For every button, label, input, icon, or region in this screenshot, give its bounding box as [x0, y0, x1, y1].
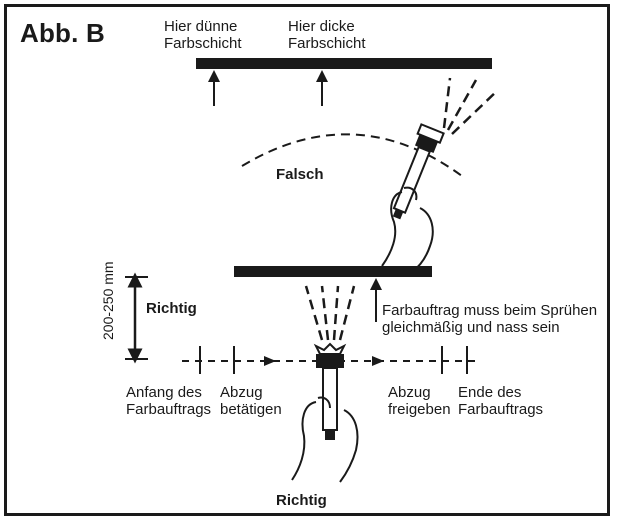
end-label: Ende des Farbauftrags [458, 384, 543, 418]
instruction-label: Farbauftrag muss beim Sprühen gleichmäßi… [382, 302, 597, 336]
bottom-spray-gun [313, 342, 347, 440]
falsch-label: Falsch [276, 166, 324, 183]
end-label-line2: Farbauftrags [458, 401, 544, 418]
trigger-release-line2: freigeben [388, 401, 451, 418]
instruction-line2: gleichmäßig und nass sein [382, 319, 560, 336]
trigger-press-line2: betätigen [220, 401, 282, 418]
figure-frame [4, 4, 610, 516]
bottom-surface-bar [234, 266, 432, 277]
trigger-release-label: Abzug freigeben [388, 384, 451, 418]
top-surface-bar [196, 58, 492, 69]
richtig-side-label: Richtig [146, 300, 197, 317]
instruction-line1: Farbauftrag muss beim Sprühen [382, 302, 598, 319]
direction-arrow-2 [372, 356, 384, 366]
top-spray-fan [442, 77, 499, 135]
direction-arrow-1 [264, 356, 276, 366]
wrong-arc-path [241, 133, 463, 177]
trigger-press-line1: Abzug [220, 384, 263, 401]
thick-coat-label: Hier dicke Farbschicht [288, 18, 366, 52]
start-label-line2: Farbauftrags [126, 401, 212, 418]
bottom-hand [291, 396, 359, 483]
movement-ticks [199, 346, 468, 374]
top-spray-gun [392, 123, 445, 220]
trigger-release-line1: Abzug [388, 384, 431, 401]
end-label-line1: Ende des [458, 384, 522, 401]
thin-coat-label: Hier dünne Farbschicht [164, 18, 242, 52]
bottom-spray-fan [304, 285, 356, 341]
thin-coat-label-line1: Hier dünne [164, 18, 238, 35]
start-label: Anfang des Farbauftrags [126, 384, 211, 418]
richtig-bottom-label: Richtig [276, 492, 327, 509]
thick-coat-label-line2: Farbschicht [288, 35, 366, 52]
trigger-press-label: Abzug betätigen [220, 384, 282, 418]
figure-label: Abb. B [20, 18, 105, 48]
thin-coat-label-line2: Farbschicht [164, 35, 242, 52]
thick-coat-label-line1: Hier dicke [288, 18, 355, 35]
start-label-line1: Anfang des [126, 384, 202, 401]
